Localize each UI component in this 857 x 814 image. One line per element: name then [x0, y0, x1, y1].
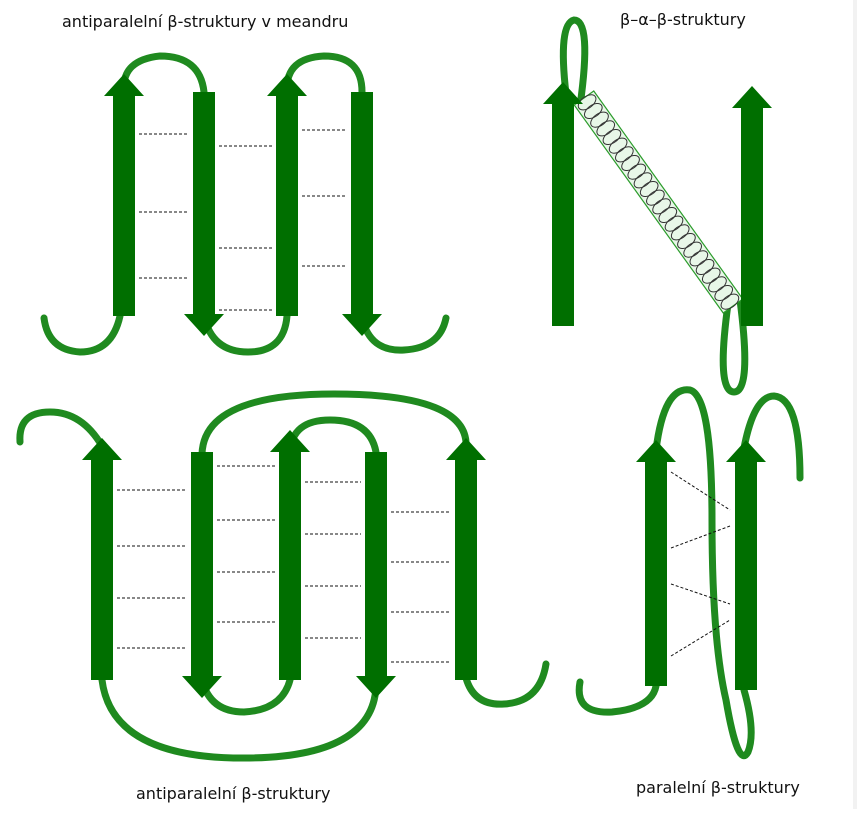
- label-antiparallel: antiparalelní β-struktury: [136, 784, 330, 803]
- par-strand-2: [726, 440, 766, 690]
- helix-cylinder: [574, 91, 743, 313]
- helix-body: [574, 91, 743, 314]
- bab-strand-2: [732, 86, 772, 326]
- anti-strand-5: [446, 438, 486, 680]
- label-beta-alpha-beta: β–α–β-struktury: [620, 10, 746, 29]
- anti-strand-2: [182, 452, 222, 698]
- anti-loop-bottom: [102, 678, 376, 758]
- anti-strand-3: [270, 430, 310, 680]
- meander-strand-3: [267, 74, 307, 316]
- connecting-loops: [20, 20, 800, 758]
- label-meander: antiparalelní β-struktury v meandru: [62, 12, 348, 31]
- par-loop-start: [579, 682, 656, 712]
- anti-loop-start: [20, 412, 102, 446]
- anti-loop-mid: [202, 680, 290, 712]
- page-edge: [853, 0, 857, 809]
- meander-loop-start: [44, 316, 120, 352]
- beta-strands: [82, 74, 772, 698]
- par-hbond-1: [671, 526, 730, 548]
- meander-strand-1: [104, 74, 144, 316]
- meander-strand-2: [184, 92, 224, 336]
- bab-strand-1: [543, 82, 583, 326]
- par-hbond-2: [671, 584, 730, 604]
- anti-strand-4: [356, 452, 396, 698]
- label-parallel: paralelní β-struktury: [636, 778, 800, 797]
- anti-loop-end: [466, 664, 546, 704]
- meander-loop-1: [124, 56, 204, 92]
- par-hbond-0: [671, 472, 730, 510]
- anti-strand-1: [82, 438, 122, 680]
- anti-loop-top: [202, 394, 466, 454]
- meander-strand-4: [342, 92, 382, 336]
- meander-loop-end: [362, 318, 446, 350]
- par-strand-1: [636, 440, 676, 686]
- alpha-helix: [574, 91, 743, 314]
